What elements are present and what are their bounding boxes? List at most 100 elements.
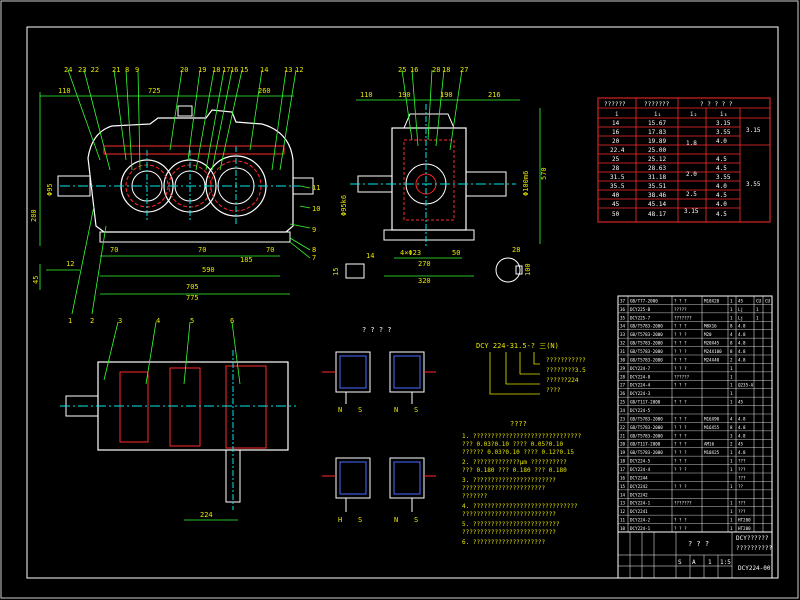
ratio-r4-i1: 25.00: [648, 147, 666, 154]
side-base: [383, 229, 475, 241]
ratio-r1-i: 14: [612, 120, 620, 127]
bom-cell: 4: [730, 416, 733, 421]
side-dim-14: 14: [366, 252, 374, 260]
ratio-r2-i1: 17.83: [648, 129, 666, 136]
side-dim-4xd23: 4×Φ23: [400, 249, 421, 257]
ratio-r10-i1: 45.14: [648, 201, 666, 208]
top-part-4: 4: [156, 317, 160, 325]
ratio-r3-i1: 19.89: [648, 138, 666, 145]
bom-cell: 45: [738, 442, 744, 447]
bom-cell: 4.8: [738, 425, 746, 430]
bom-cell: Lj: [738, 307, 743, 312]
bom-cell: 28: [620, 374, 626, 379]
ratio-r2-i3: 3.55: [716, 129, 731, 136]
bom-cell: M16X55: [704, 425, 720, 430]
bom-cell: 36: [620, 307, 626, 312]
bom-cell: GB/T77-2000: [630, 298, 658, 303]
scale-mark-ratio: 1:5: [720, 559, 731, 566]
bom-cell: HT200: [738, 518, 751, 523]
bom-cell: ???????: [674, 315, 692, 320]
bom-cell: ? ? ?: [674, 442, 687, 447]
ratio-r1-i3: 3.15: [716, 120, 731, 127]
note-line-7: ???????????????????????: [462, 485, 545, 492]
front-casing-outline: [87, 109, 294, 233]
bom-cell: M24X40: [704, 357, 720, 362]
ratio-r5-i1: 25.12: [648, 156, 666, 163]
ratio-header-1: ??????: [604, 101, 626, 108]
bom-cell: ? ? ?: [674, 349, 687, 354]
side-dim-28: 28: [512, 246, 520, 254]
bom-cell: 1: [730, 383, 733, 388]
note-line-1: 1. ??????????????????????????????: [462, 433, 582, 440]
bom-cell: ? ? ?: [674, 324, 687, 329]
designation-legend-2: ????????3.5: [546, 367, 586, 374]
bom-cell: 1: [756, 315, 759, 320]
ratio-sub-2: i₁: [654, 111, 661, 118]
front-part-15: 15: [240, 66, 248, 74]
bom-cell: ? ? ?: [674, 416, 687, 421]
bom-cell: 12: [620, 509, 626, 514]
title-block-grid: [618, 532, 772, 578]
side-dim-570: 570: [540, 167, 548, 180]
front-dim-70c: 70: [266, 246, 274, 254]
ratio-r5-i: 25: [612, 156, 620, 163]
note-line-2: ??? 0.03?0.10 ???? 0.05?0.10: [462, 441, 564, 448]
bom-cell: 4.8: [738, 332, 746, 337]
scale-mark-s: S: [678, 559, 682, 566]
bom-cell: 23: [620, 416, 626, 421]
front-dim-70a: 70: [110, 246, 118, 254]
bom-cell: 1: [730, 400, 733, 405]
bom-cell: 1: [730, 526, 733, 531]
bom-cell: 20: [620, 442, 626, 447]
bom-cell: GB/T5783-2000: [630, 425, 663, 430]
ratio-r5-i2: 2.0: [686, 171, 697, 178]
bom-cell: ? ? ?: [674, 332, 687, 337]
notes-title: ????: [510, 420, 527, 428]
ratio-r8-i3: 4.0: [716, 183, 727, 190]
front-dim-775: 775: [186, 294, 199, 302]
bom-cell: DCY224-1: [630, 526, 651, 531]
ratio-r6-i4: 3.55: [746, 181, 761, 188]
bom-cell: 22: [620, 425, 626, 430]
front-dim-70b: 70: [198, 246, 206, 254]
bom-cell: 4.8: [738, 416, 746, 421]
bom-cell: DCY2242: [630, 492, 648, 497]
bom-cell: 45: [738, 400, 744, 405]
bom-cell: 14: [620, 492, 626, 497]
front-dim-590: 590: [202, 266, 215, 274]
front-part-18: 18: [212, 66, 220, 74]
side-dim-50: 50: [452, 249, 460, 257]
bom-cell: CU: [765, 298, 771, 303]
front-dim-45: 45: [32, 276, 40, 284]
bom-cell: 30: [620, 357, 626, 362]
top-part-1: 1: [68, 317, 72, 325]
bom-cell: 34: [620, 324, 626, 329]
bom-cell: 19: [620, 450, 626, 455]
top-gear-c: [225, 365, 267, 449]
note-line-3: ?????? 0.03?0.10 ???? 0.12?0.15: [462, 449, 574, 456]
bom-cell: 1: [730, 484, 733, 489]
bom-cell: 32: [620, 341, 626, 346]
front-dim-12: 12: [66, 260, 74, 268]
designation-leaders: [489, 352, 540, 395]
front-base: [99, 231, 291, 243]
side-part-16: 16: [410, 66, 418, 74]
ratio-r3-i: 20: [612, 138, 620, 145]
note-line-9: 4. ?????????????????????????????: [462, 503, 578, 510]
bom-cell: 16: [620, 475, 626, 480]
drawing-number: DCY224-00: [738, 565, 771, 572]
ratio-header-2: ???????: [644, 101, 670, 108]
side-dim-320: 320: [418, 277, 431, 285]
front-part-21: 21: [112, 66, 120, 74]
front-dimension-lines: [39, 92, 294, 295]
ratio-r6-i3: 4.5: [716, 165, 727, 172]
ratio-sub-3: i₂: [690, 111, 697, 118]
front-part-20: 20: [180, 66, 188, 74]
bom-cell: DCY224-7: [630, 366, 651, 371]
ratio-r8-i1: 35.51: [648, 183, 666, 190]
front-output-shaft: [292, 177, 314, 195]
bom-cell: 1: [730, 298, 733, 303]
assembly-variants-title: ? ? ? ?: [362, 326, 392, 334]
bom-cell: DCY225-B: [630, 307, 651, 312]
